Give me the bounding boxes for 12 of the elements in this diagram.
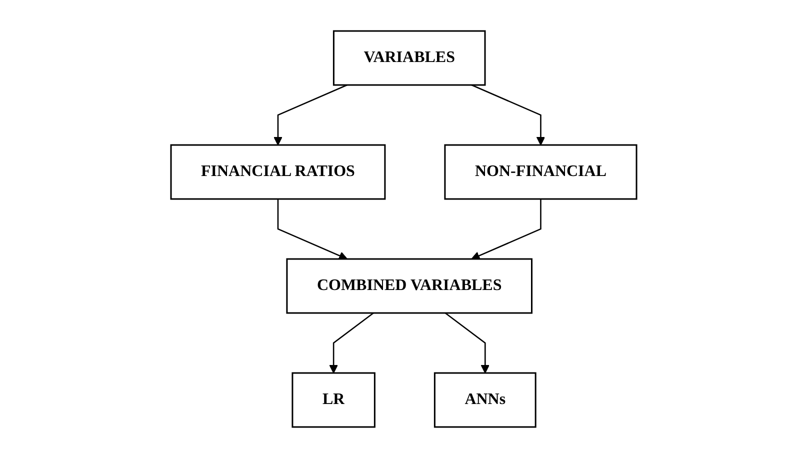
- node-box: LR: [291, 372, 376, 428]
- arrow: [328, 312, 374, 374]
- arrow: [273, 84, 348, 146]
- node-box: FINANCIAL RATIOS: [170, 144, 386, 200]
- node-box: COMBINED VARIABLES: [286, 258, 532, 314]
- arrow: [277, 199, 348, 260]
- arrow: [471, 84, 545, 146]
- node-box: NON-FINANCIAL: [444, 144, 637, 200]
- node-box: VARIABLES: [332, 30, 486, 86]
- node-box: ANNs: [434, 372, 536, 428]
- arrow: [470, 199, 542, 260]
- arrow: [444, 312, 490, 374]
